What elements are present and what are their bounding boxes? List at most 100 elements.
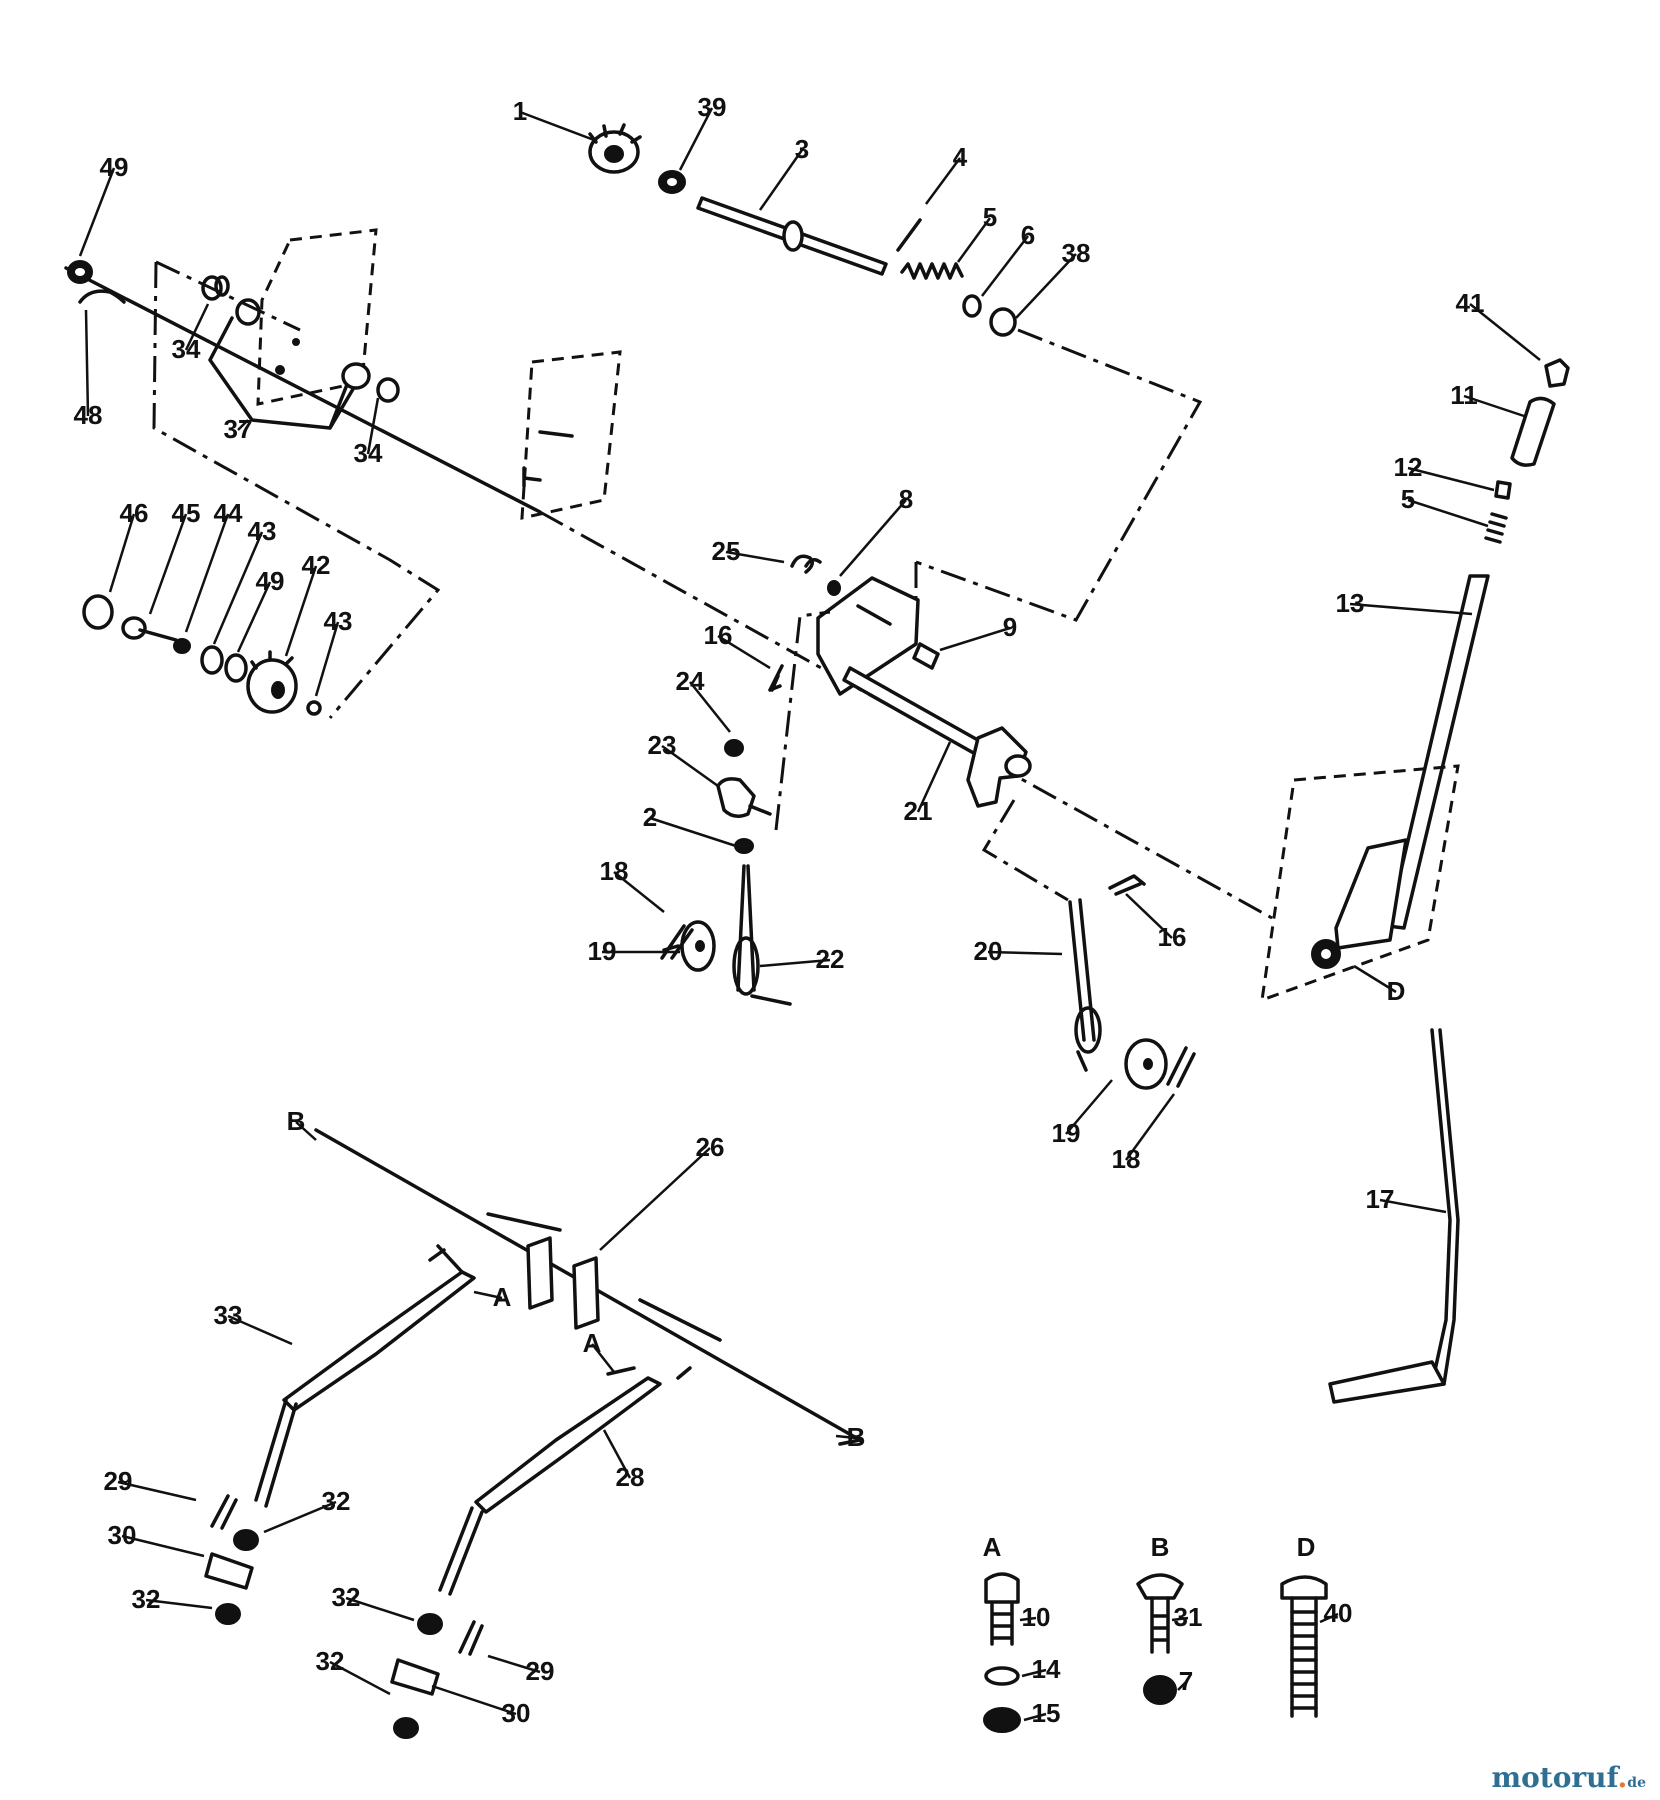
leader-line: [295, 1121, 317, 1141]
callout-label: 29: [526, 1656, 555, 1686]
hardware-group-d-header: D: [1297, 1532, 1316, 1562]
bolt-part: [138, 628, 178, 642]
left-pivot-assembly: [64, 228, 1273, 920]
callout-label: 43: [248, 516, 277, 546]
link-part: [1068, 898, 1096, 1042]
leader-line: [227, 1314, 293, 1346]
callout-label: 44: [214, 498, 243, 528]
callout-label: 6: [1021, 220, 1035, 250]
brand-name: motoruf: [1491, 1761, 1618, 1794]
arm-bracket: [428, 1244, 464, 1274]
cap-part: [1544, 358, 1570, 388]
callout-label: 49: [100, 152, 129, 182]
leader-line: [1379, 1198, 1447, 1214]
leader-line: [591, 1343, 615, 1373]
callout-label: B: [847, 1422, 866, 1452]
shaft-part: [842, 666, 994, 762]
hole-mark: [827, 580, 841, 596]
washer-part: [214, 275, 230, 297]
dash-mark: [486, 1212, 722, 1342]
leader-line: [145, 1598, 213, 1610]
bracket-part: [966, 726, 1028, 808]
knob-part: [246, 650, 298, 714]
alignment-line: [981, 799, 1069, 902]
leader-line: [1125, 893, 1173, 939]
callout-label: 31: [1174, 1602, 1203, 1632]
plate-slot: [856, 604, 892, 626]
callout-label: 34: [354, 438, 383, 468]
leader-line: [661, 744, 719, 788]
callout-label: 30: [108, 1520, 137, 1550]
callout-label: 34: [172, 334, 201, 364]
block-part: [716, 777, 756, 818]
leader-line: [725, 550, 785, 564]
knob-stack-assembly: [82, 594, 322, 716]
callout-label: 26: [696, 1132, 725, 1162]
leader-line: [78, 167, 116, 257]
block-stub: [748, 804, 772, 816]
callout-label: 45: [172, 498, 201, 528]
alignment-line: [915, 328, 1203, 622]
hardware-group-b-header: B: [1151, 1532, 1170, 1562]
clip-part: [790, 554, 822, 574]
leader-line: [1021, 1668, 1047, 1678]
pin-part: [390, 1658, 440, 1696]
lever-part: [1386, 574, 1490, 930]
clip-part: [1108, 874, 1146, 896]
washer-part: [200, 645, 224, 675]
washer-hole: [695, 940, 705, 952]
upper-shaft-assembly: [588, 123, 1203, 622]
callout-label: 32: [332, 1582, 361, 1612]
washer-part: [224, 653, 248, 683]
washer-part: [376, 377, 400, 403]
rod-handle: [1328, 1360, 1446, 1404]
leader-line: [981, 235, 1029, 297]
hole-mark: [292, 338, 300, 346]
callout-label: 11: [1450, 380, 1478, 410]
hardware-legend: [983, 1572, 1328, 1733]
leader-line: [1407, 466, 1495, 492]
hardware-group-a-header: A: [983, 1532, 1002, 1562]
callout-label: 48: [74, 400, 103, 430]
leader-line: [1353, 964, 1397, 994]
leader-line: [284, 565, 318, 657]
callout-label: 5: [983, 202, 997, 232]
leader-line: [717, 634, 771, 670]
washer-part: [962, 294, 982, 318]
callout-label: D: [1387, 976, 1406, 1006]
leader-line: [649, 816, 737, 848]
callout-label: 13: [1336, 588, 1365, 618]
callout-label: 12: [1394, 452, 1423, 482]
callout-label: 43: [324, 606, 353, 636]
leader-line: [431, 1684, 517, 1716]
bolt-part: [912, 642, 940, 670]
callout-label: B: [287, 1106, 306, 1136]
leader-line: [916, 741, 952, 813]
bushing-part: [1494, 480, 1512, 500]
nut-part: [121, 616, 147, 640]
leader-line: [121, 1534, 205, 1558]
clip-part: [768, 664, 784, 692]
bracket-part: [526, 1236, 554, 1310]
alignment-line: [152, 261, 441, 719]
leader-line: [1015, 253, 1077, 319]
axis-line: [64, 266, 542, 514]
callout-label: 40: [1324, 1598, 1353, 1628]
bracket-part: [208, 316, 358, 430]
leader-line: [212, 531, 264, 645]
leader-line: [1469, 303, 1541, 361]
hairpin-part: [1166, 1046, 1196, 1088]
leader-line: [987, 950, 1063, 956]
nut-part: [233, 1529, 259, 1551]
slot-mark: [522, 430, 574, 488]
leader-line: [108, 513, 136, 593]
axis-line-tail: [838, 1438, 862, 1446]
nut-part: [393, 1717, 419, 1739]
hardware-group-d: [1280, 1575, 1328, 1718]
collar-part: [1004, 754, 1032, 778]
callout-label: 33: [214, 1300, 243, 1330]
knob-part: [588, 123, 642, 174]
callout-label: 18: [600, 856, 629, 886]
rod-part: [696, 196, 888, 276]
